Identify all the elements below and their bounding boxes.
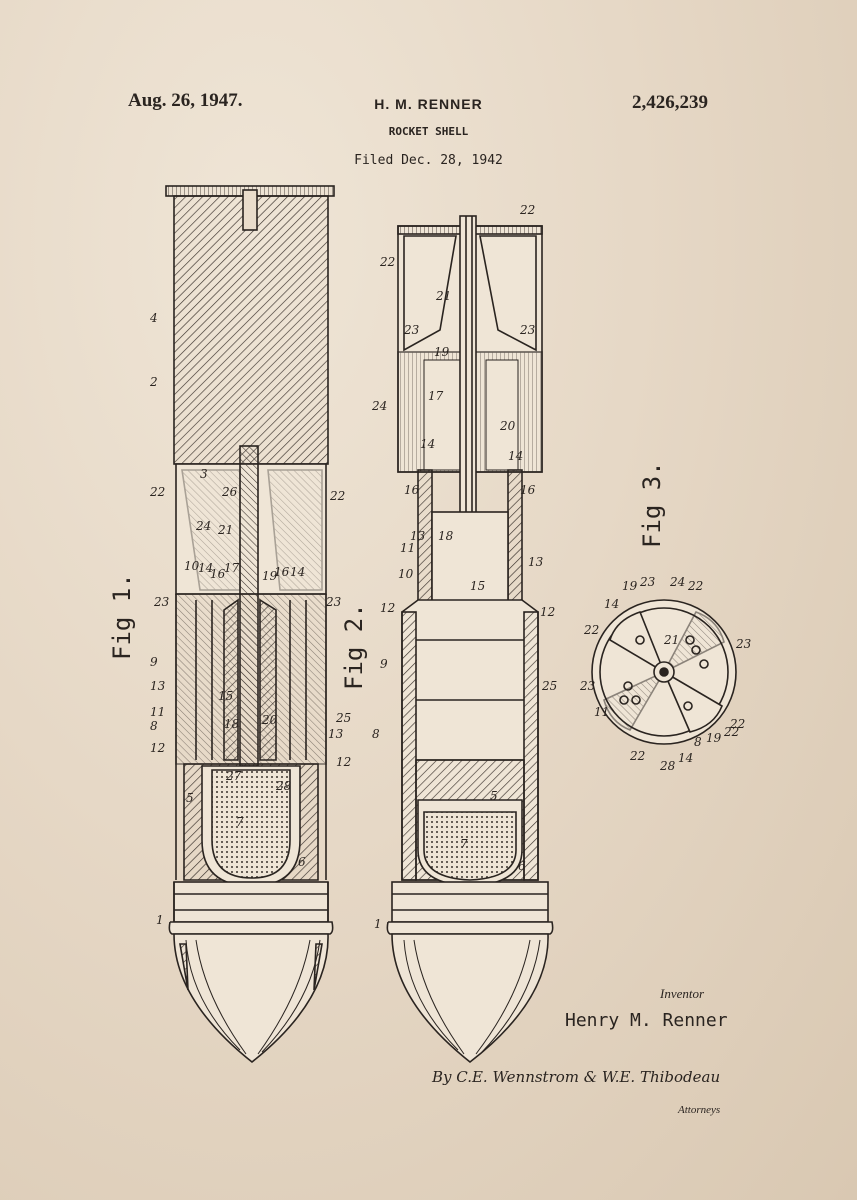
- ref-number: 4: [149, 311, 158, 325]
- ref-number: 13: [410, 529, 426, 543]
- attorney-signature: By C.E. Wennstrom & W.E. Thibodeau: [432, 1068, 721, 1086]
- ref-number: 1: [374, 917, 382, 931]
- ref-number: 22: [329, 489, 345, 503]
- ref-number: 23: [153, 595, 170, 609]
- ref-number: 11: [150, 705, 165, 719]
- figure-1-reference-numbers: 4 2 22 3 24 21 26 22 10 14 16 17 19 16 1…: [149, 311, 351, 927]
- ref-number: 16: [520, 483, 536, 497]
- ref-number: 15: [218, 689, 233, 703]
- ref-number: 22: [519, 203, 535, 217]
- ref-number: 23: [325, 595, 342, 609]
- ref-number: 16: [404, 483, 420, 497]
- ref-number: 13: [328, 727, 344, 741]
- patent-title: ROCKET SHELL: [388, 125, 469, 138]
- ref-number: 8: [372, 727, 380, 741]
- ref-number: 6: [298, 855, 306, 869]
- ref-number: 13: [150, 679, 166, 693]
- inventor-label: Inventor: [660, 986, 705, 1001]
- ref-number: 19: [706, 731, 722, 745]
- ref-number: 12: [380, 601, 395, 615]
- ref-number: 3: [200, 467, 208, 481]
- ref-number: 21: [663, 633, 679, 647]
- figure-2-reference-numbers: 22 22 21 23 23 19 17 24 14 20 14 16 16 1…: [371, 203, 557, 931]
- ref-number: 2: [149, 375, 158, 389]
- inventor-name: Henry M. Renner: [565, 1010, 728, 1031]
- ref-number: 14: [420, 437, 435, 451]
- ref-number: 10: [184, 559, 200, 573]
- ref-number: 9: [380, 657, 388, 671]
- figure-3-drawing: [591, 599, 737, 745]
- ref-number: 14: [678, 751, 693, 765]
- ref-number: 14: [604, 597, 619, 611]
- ref-number: 10: [398, 567, 414, 581]
- patent-date: Aug. 26, 1947.: [128, 90, 243, 111]
- figure-2-label: Fig 2.: [340, 603, 368, 690]
- ref-number: 17: [428, 389, 444, 403]
- ref-number: 9: [150, 655, 158, 669]
- ref-number: 11: [594, 705, 609, 719]
- ref-number: 22: [379, 255, 395, 269]
- ref-number: 12: [150, 741, 165, 755]
- ref-number: 24: [195, 519, 211, 533]
- inventor-header: H. M. RENNER: [374, 96, 483, 112]
- ref-number: 26: [221, 485, 238, 499]
- ref-number: 21: [435, 289, 451, 303]
- ref-number: 19: [434, 345, 450, 359]
- ref-number: 8: [150, 719, 158, 733]
- figure-1-drawing: [165, 185, 335, 1064]
- ref-number: 7: [236, 815, 244, 829]
- ref-number: 25: [541, 679, 557, 693]
- ref-number: 16: [210, 567, 226, 581]
- filed-date: Filed Dec. 28, 1942: [354, 153, 503, 168]
- ref-number: 17: [224, 561, 240, 575]
- ref-number: 18: [438, 529, 454, 543]
- ref-number: 28: [659, 759, 676, 773]
- attorneys-label: Attorneys: [678, 1104, 721, 1116]
- ref-number: 12: [540, 605, 555, 619]
- ref-number: 20: [261, 713, 278, 727]
- ref-number: 13: [528, 555, 544, 569]
- ref-number: 6: [518, 859, 526, 873]
- ref-number: 23: [735, 637, 752, 651]
- ref-number: 15: [470, 579, 485, 593]
- ref-number: 25: [335, 711, 351, 725]
- ref-number: 23: [639, 575, 656, 589]
- ref-number: 5: [186, 791, 194, 805]
- ref-number: 23: [403, 323, 420, 337]
- ref-number: 8: [694, 735, 702, 749]
- ref-number: 14: [198, 561, 213, 575]
- ref-number: 22: [149, 485, 165, 499]
- ref-number: 14: [508, 449, 523, 463]
- ref-number: 5: [490, 789, 498, 803]
- ref-number: 23: [579, 679, 596, 693]
- figure-3-label: Fig 3.: [638, 461, 666, 548]
- patent-number: 2,426,239: [632, 92, 708, 113]
- ref-number: 18: [224, 717, 240, 731]
- ref-number: 24: [371, 399, 387, 413]
- ref-number: 11: [400, 541, 415, 555]
- ref-number: 22: [729, 717, 745, 731]
- figure-1-label: Fig 1.: [108, 573, 136, 660]
- ref-number: 19: [262, 569, 278, 583]
- ref-number: 19: [622, 579, 638, 593]
- ref-number: 22: [583, 623, 599, 637]
- ref-number: 1: [156, 913, 164, 927]
- ref-number: 22: [687, 579, 703, 593]
- ref-number: 22: [723, 725, 739, 739]
- figure-2-drawing: [386, 215, 554, 1064]
- ref-number: 14: [290, 565, 305, 579]
- ref-number: 28: [275, 779, 292, 793]
- ref-number: 23: [519, 323, 536, 337]
- figure-3-reference-numbers: 14 19 23 24 22 22 23 21 23 11 22 22 28 1…: [579, 575, 752, 773]
- ref-number: 20: [499, 419, 516, 433]
- ref-number: 16: [274, 565, 290, 579]
- ref-number: 12: [336, 755, 351, 769]
- ref-number: 21: [217, 523, 233, 537]
- ref-number: 22: [629, 749, 645, 763]
- ref-number: 27: [225, 769, 242, 783]
- ref-number: 24: [669, 575, 685, 589]
- ref-number: 7: [460, 837, 468, 851]
